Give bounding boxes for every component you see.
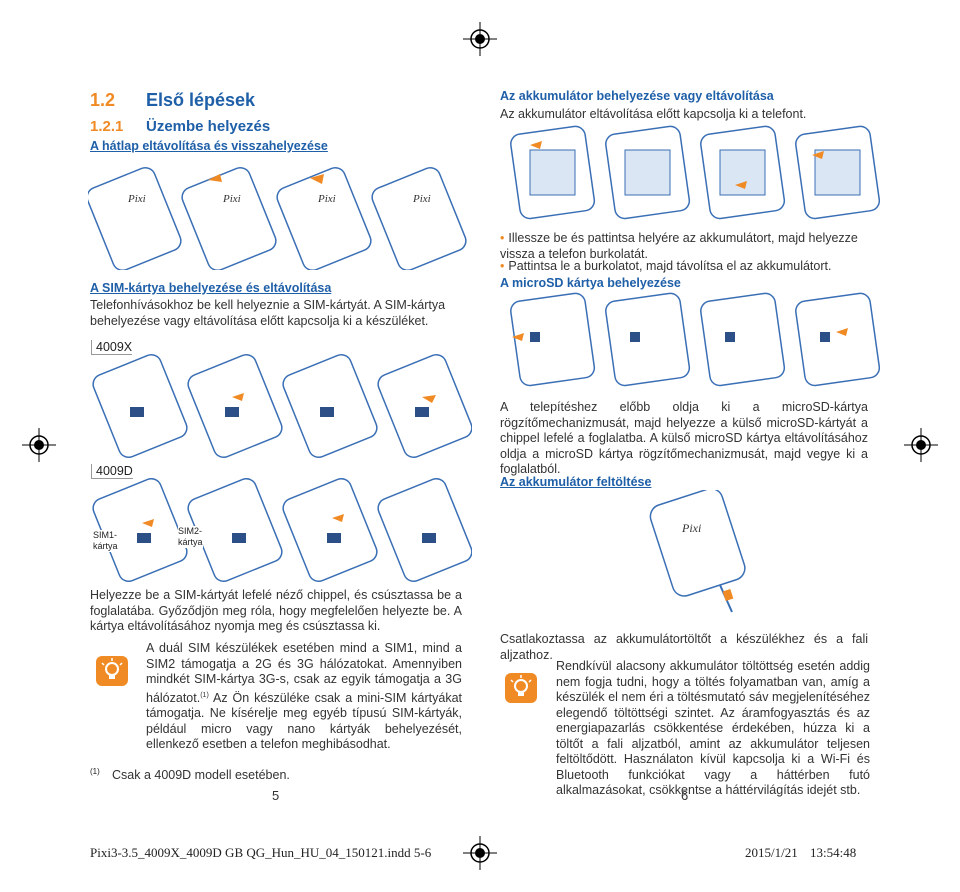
tip-text-part2: Az Ön készüléke csak a mini-SIM kártyáka… [146,690,462,752]
sim1-label: SIM1- kártya [93,530,118,552]
svg-text:Pixi: Pixi [222,193,241,205]
crop-mark-icon [22,428,56,462]
footer-date: 2015/1/21 [745,845,798,860]
sim-insert-text: Helyezze be a SIM-kártyát lefelé néző ch… [90,588,462,633]
crop-mark-icon [904,428,938,462]
charging-illustration: Pixi [649,490,746,613]
footnote-mark: (1) [90,767,100,776]
battery-intro: Az akkumulátor eltávolítása előtt kapcso… [500,107,807,121]
crop-mark-icon [463,836,497,870]
tip-text-right: Rendkívül alacsony akkumulátor töltöttsé… [556,659,870,797]
footer-filename: Pixi3-3.5_4009X_4009D GB QG_Hun_HU_04_15… [90,845,432,860]
tip-icon [505,673,537,703]
sim2-label: SIM2- kártya [178,526,203,548]
battery-illustration [510,125,880,220]
bullet-2-text: Pattintsa le a burkolatot, majd távolíts… [508,259,832,273]
back-cover-illustration: Pixi Pixi Pixi Pixi [88,166,467,270]
model-label-4009d: 4009D [91,464,133,479]
tip-superscript: (1) [200,691,209,699]
footnote: Csak a 4009D modell esetében. [112,768,290,782]
subsection-number: 1.2.1 [90,118,124,135]
section-title: Első lépések [146,90,256,110]
section-number: 1.2 [90,90,116,110]
tip-icon [96,656,128,686]
page-number-right: 6 [681,788,689,803]
bullet-1: •Illessze be és pattintsa helyére az akk… [500,231,858,261]
crop-mark-icon [463,22,497,56]
microsd-heading: A microSD kártya behelyezése [500,276,681,290]
tip-text-left: A duál SIM készülékek esetében mind a SI… [146,641,462,753]
bullet-1-text: Illessze be és pattintsa helyére az akku… [500,231,858,261]
sim-insert-4009x-illustration [92,353,472,459]
model-label-4009x: 4009X [91,340,133,355]
sim-text: Telefonhívásokhoz be kell helyeznie a SI… [90,298,446,328]
footer-time: 13:54:48 [810,845,857,860]
microsd-illustration [510,292,880,387]
page-number-left: 5 [272,788,280,803]
charge-heading: Az akkumulátor feltöltése [500,475,652,489]
microsd-text: A telepítéshez előbb oldja ki a microSD-… [500,400,868,476]
phone-brand: Pixi [681,521,701,535]
sim-insert-4009d-illustration [92,478,472,583]
subsection-title: Üzembe helyezés [146,118,271,135]
svg-text:Pixi: Pixi [127,193,146,205]
bullet-2: •Pattintsa le a burkolatot, majd távolít… [500,259,832,273]
battery-heading: Az akkumulátor behelyezése vagy eltávolí… [500,89,774,103]
cover-heading: A hátlap eltávolítása és visszahelyezése [90,139,328,153]
tip-text-part1: A duál SIM készülékek esetében mind a SI… [146,641,462,705]
charge-text: Csatlakoztassa az akkumulátortöltőt a ké… [500,632,868,662]
sim-heading: A SIM-kártya behelyezése és eltávolítása [90,281,332,295]
svg-text:Pixi: Pixi [317,193,336,205]
svg-text:Pixi: Pixi [412,193,431,205]
